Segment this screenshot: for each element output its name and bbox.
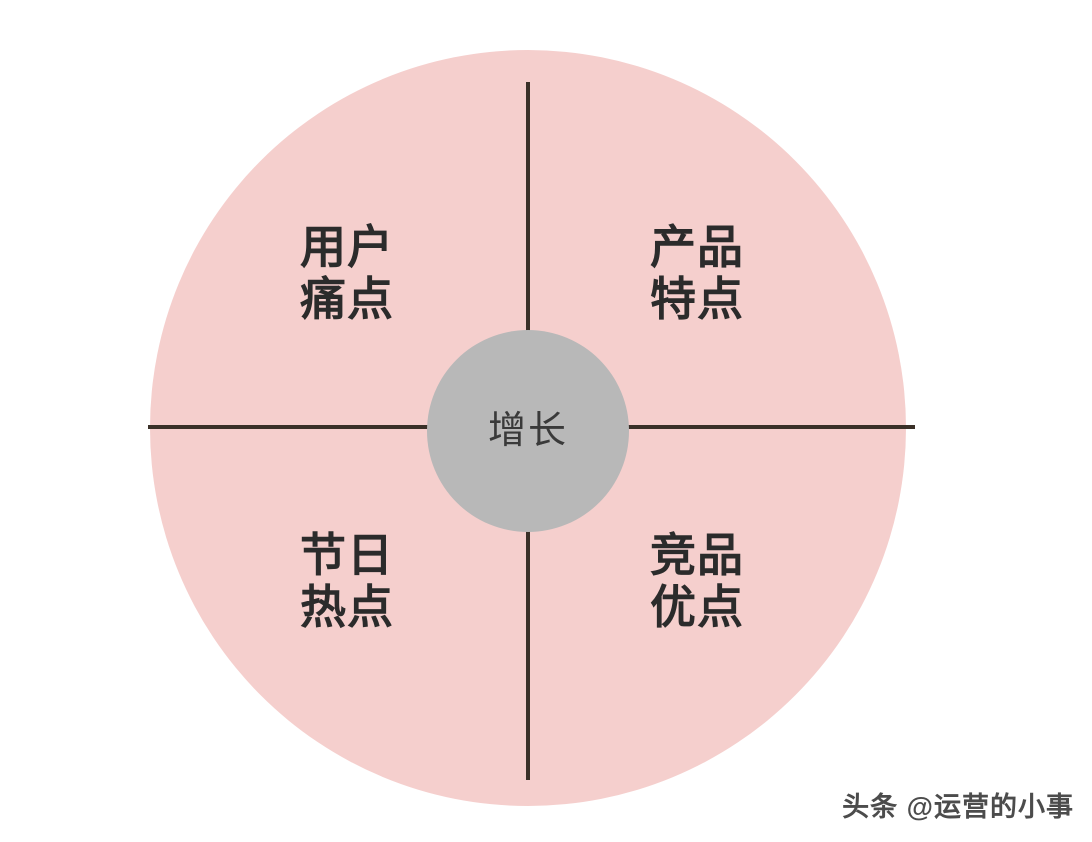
quadrant-bottom-right-line1: 竞品 xyxy=(650,529,744,581)
watermark-text: 头条 @运营的小事 xyxy=(842,792,1074,822)
quadrant-label-top-left: 用户 痛点 xyxy=(300,221,394,325)
center-circle: 增长 xyxy=(427,330,629,532)
quadrant-top-right-line1: 产品 xyxy=(650,221,744,273)
quadrant-top-left-line2: 痛点 xyxy=(300,272,394,325)
quadrant-bottom-left-line2: 热点 xyxy=(300,580,394,633)
quadrant-top-right-line2: 特点 xyxy=(650,272,744,325)
quadrant-label-bottom-left: 节日 热点 xyxy=(300,529,394,633)
center-circle-label: 增长 xyxy=(487,410,568,452)
quadrant-label-top-right: 产品 特点 xyxy=(650,221,744,325)
quadrant-bottom-left-line1: 节日 xyxy=(300,529,394,581)
quadrant-bottom-right-line2: 优点 xyxy=(650,580,744,633)
quadrant-label-bottom-right: 竞品 优点 xyxy=(650,529,744,633)
quadrant-top-left-line1: 用户 xyxy=(300,221,394,273)
